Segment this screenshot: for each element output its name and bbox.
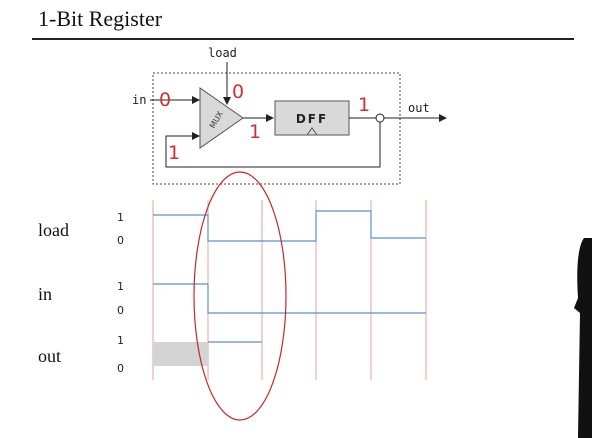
presenter-figure <box>574 238 592 438</box>
fanout-node <box>375 113 385 123</box>
dff-clock-triangle <box>306 127 318 136</box>
signal-label-out: out <box>38 346 61 366</box>
signal-label-load: load <box>38 220 69 240</box>
dff-out-value: 1 <box>358 94 370 116</box>
circuit-diagram: load in MUX DFF out 0 0 1 1 1 <box>132 46 447 185</box>
load-label: load <box>208 46 237 60</box>
level-low-out: 0 <box>117 362 124 375</box>
highlight-ellipse <box>193 171 287 421</box>
level-high-load: 1 <box>117 211 124 224</box>
signal-label-in: in <box>38 284 52 304</box>
dff-block <box>274 100 350 136</box>
in-value: 0 <box>159 89 171 111</box>
page-title: 1-Bit Register <box>38 6 163 31</box>
in-label: in <box>132 93 146 107</box>
load-value: 0 <box>232 81 244 103</box>
waveform-in <box>153 283 426 314</box>
timing-diagram: load in out 1 0 1 0 1 0 <box>38 171 427 421</box>
mux-out-value: 1 <box>249 121 261 143</box>
register-boundary <box>152 72 401 185</box>
feedback-value: 1 <box>168 142 180 164</box>
mux-gate <box>199 87 244 149</box>
level-low-load: 0 <box>117 234 124 247</box>
waveform-load <box>153 210 426 242</box>
level-high-in: 1 <box>117 280 124 293</box>
dff-label: DFF <box>296 112 328 126</box>
level-low-in: 0 <box>117 304 124 317</box>
feedback-wire <box>165 122 381 168</box>
out-label: out <box>408 101 430 115</box>
title-underline <box>32 38 574 40</box>
level-high-out: 1 <box>117 334 124 347</box>
